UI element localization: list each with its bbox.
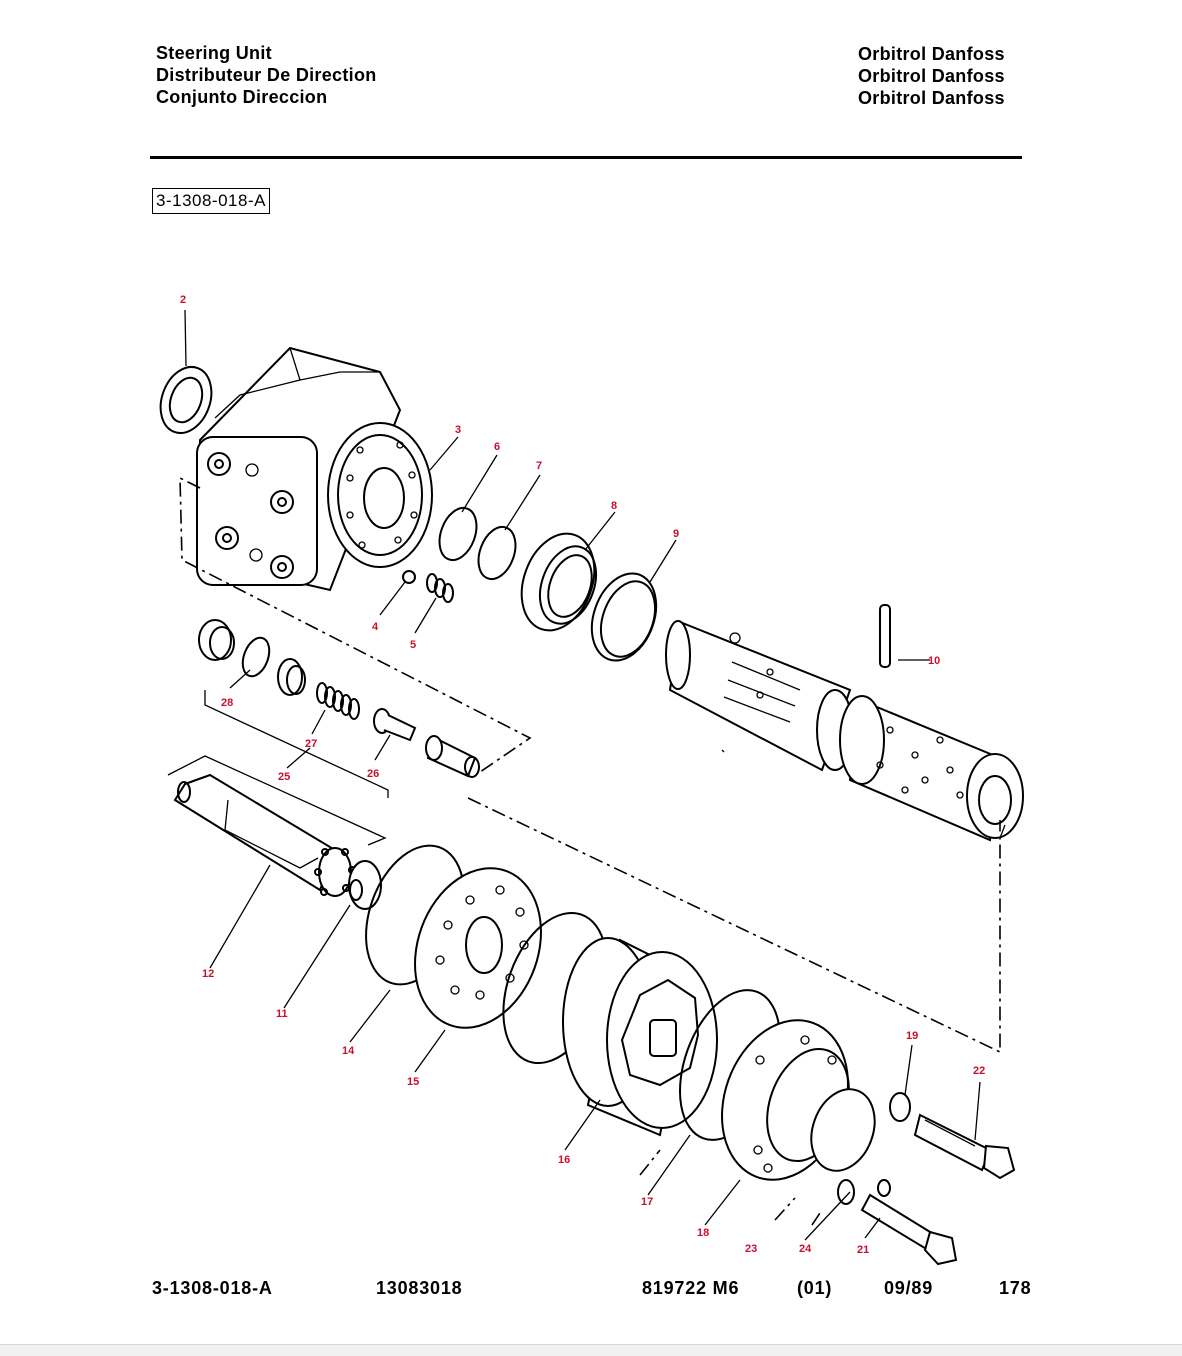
part-22-bolt: [913, 1113, 1016, 1180]
callout-9: 9: [673, 528, 679, 540]
page-bottom-band: [0, 1344, 1182, 1356]
relief-valve-seat: [425, 735, 480, 778]
callout-19: 19: [906, 1030, 918, 1042]
brand-line-1: Orbitrol Danfoss: [858, 44, 1005, 64]
part-4-ball: [402, 570, 416, 584]
footer-ref: 3-1308-018-A: [152, 1278, 273, 1298]
callout-8: 8: [611, 500, 617, 512]
callout-7: 7: [536, 460, 542, 472]
header-title-block: Steering Unit Distributeur De Direction …: [156, 42, 377, 108]
callout-2: 2: [180, 294, 186, 306]
part-11-spacer: [348, 860, 382, 910]
callout-labels: 2 3 6 7 8 9 4 5 10 28 27 26 25 12 11 14 …: [180, 294, 985, 1256]
part-28-plug: [198, 619, 235, 661]
callout-14: 14: [342, 1045, 355, 1057]
callout-6: 6: [494, 441, 500, 453]
callout-24: 24: [799, 1243, 812, 1255]
part-9-ring: [590, 572, 658, 662]
part-10-pin: [879, 604, 891, 668]
callout-23: 23: [745, 1243, 757, 1255]
part-16-gear-set: [562, 937, 718, 1137]
part-2-seal-ring: [159, 366, 213, 434]
part-12-cardan-shaft: [173, 773, 356, 897]
brand-line-2: Orbitrol Danfoss: [858, 66, 1005, 86]
part-3-housing: [196, 346, 433, 592]
callout-11: 11: [276, 1008, 288, 1020]
callout-28: 28: [221, 697, 233, 709]
assembly-centerline-bracket: [467, 797, 1001, 1054]
brand-line-3: Orbitrol Danfoss: [858, 88, 1005, 108]
callout-22: 22: [973, 1065, 985, 1077]
footer-revision: (01): [797, 1278, 833, 1298]
leader-dot: [721, 749, 725, 753]
callout-26: 26: [367, 768, 379, 780]
diagram-reference-box: 3-1308-018-A: [152, 188, 270, 214]
part-27-spring-holder: [277, 658, 306, 696]
spool-sleeve-assembly: [665, 620, 1024, 842]
part-24-washer: [837, 1179, 855, 1205]
part-19-washer: [889, 1092, 911, 1122]
callout-16: 16: [558, 1154, 570, 1166]
header-divider: [150, 156, 1022, 159]
part-21-screw: [860, 1179, 958, 1266]
callout-27: 27: [305, 738, 317, 750]
callout-18: 18: [697, 1227, 709, 1239]
lower-assembly-centerline: [639, 1149, 823, 1226]
callout-25: 25: [278, 771, 290, 783]
title-french: Distributeur De Direction: [156, 65, 377, 85]
title-spanish: Conjunto Direccion: [156, 87, 328, 107]
callout-17: 17: [641, 1196, 653, 1208]
part-27-spring: [316, 682, 360, 720]
callout-12: 12: [202, 968, 214, 980]
callout-3: 3: [455, 424, 461, 436]
leader-lines: [184, 309, 1006, 1241]
part-28-o-ring: [241, 636, 271, 678]
footer-page-number: 178: [999, 1278, 1032, 1298]
callout-10: 10: [928, 655, 940, 667]
part-6-o-ring: [438, 506, 478, 562]
part-23-cap: [810, 1088, 876, 1172]
callout-21: 21: [857, 1244, 869, 1256]
title-english: Steering Unit: [156, 43, 272, 63]
footer-part-number: 819722 M6: [642, 1278, 740, 1298]
callout-5: 5: [410, 639, 416, 651]
part-7-o-ring: [477, 525, 517, 581]
part-26-poppet: [373, 708, 417, 742]
relief-valve-group: [179, 476, 532, 798]
part-15-distributor-plate: [414, 867, 542, 1029]
header-brand-block: Orbitrol Danfoss Orbitrol Danfoss Orbitr…: [858, 43, 1005, 109]
part-5-check-spring: [426, 573, 454, 603]
footer-date: 09/89: [884, 1278, 934, 1298]
part-8-bearing: [520, 532, 598, 632]
callout-4: 4: [372, 621, 379, 633]
shaft-outline-bracket: [167, 755, 387, 846]
callout-15: 15: [407, 1076, 419, 1088]
footer-code: 13083018: [376, 1278, 463, 1298]
